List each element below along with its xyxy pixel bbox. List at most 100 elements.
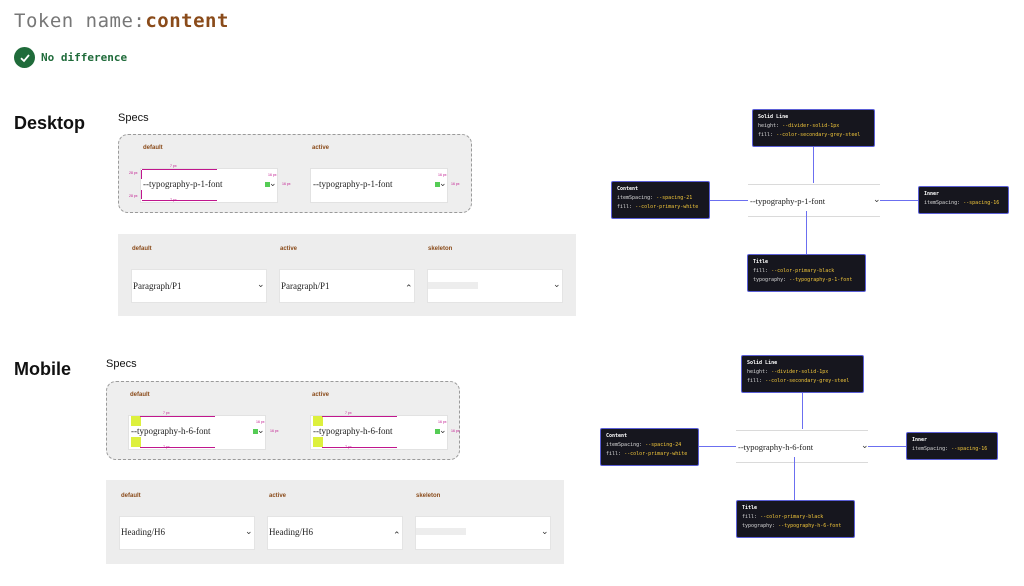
inner-marker [265, 182, 270, 187]
gallery-label-active: active [280, 246, 298, 252]
annotation-inner: Inner itemSpacing: --spacing-16 [906, 432, 998, 460]
measure-label: 16 px [451, 429, 460, 433]
measure-line [322, 447, 397, 448]
select-active[interactable] [267, 516, 403, 550]
measure-label: 16 px [268, 173, 277, 177]
select-default[interactable] [131, 269, 267, 303]
token-value: content [145, 10, 229, 32]
gallery-label-default: default [132, 246, 152, 252]
annotation-solid-line: Solid Line height: --divider-solid-1px f… [741, 355, 864, 393]
annotation-title: Title fill: --color-primary-black typogr… [747, 254, 866, 292]
inner-marker [435, 429, 440, 434]
spec-field-active [310, 415, 448, 450]
measure-label: 7 px [163, 445, 170, 449]
chevron-down-icon: ⌄ [439, 425, 447, 435]
spec-field-text: --typography-p-1-font [143, 179, 223, 189]
skeleton-bar [428, 282, 478, 289]
measure-line [141, 170, 142, 179]
chevron-down-icon: ⌄ [269, 178, 277, 188]
measure-line [142, 200, 217, 201]
arrow [699, 446, 736, 447]
token-label: Token name: [14, 10, 146, 32]
measure-label: 7 px [170, 164, 177, 168]
chevron-down-icon: ⌄ [245, 526, 253, 536]
gallery-label-skeleton: skeleton [428, 246, 453, 252]
chevron-down-icon: ⌄ [257, 425, 265, 435]
padding-marker [313, 437, 323, 447]
measure-label: 7 px [345, 445, 352, 449]
measure-label: 16 px [451, 182, 460, 186]
arrow [868, 446, 906, 447]
demo-field-text: --typography-p-1-font [750, 196, 826, 206]
measure-label: 28 px [129, 171, 138, 175]
annotation-inner: Inner itemSpacing: --spacing-16 [918, 186, 1009, 214]
select-active[interactable] [279, 269, 415, 303]
arrow [813, 147, 814, 183]
status-row: No difference [14, 47, 127, 68]
spec-field-text: --typography-h-6-font [313, 426, 393, 436]
gallery-label-active: active [269, 493, 287, 499]
divider-line [736, 462, 868, 463]
chevron-down-icon: ⌄ [861, 440, 869, 450]
measure-label: 7 px [170, 198, 177, 202]
arrow [880, 200, 918, 201]
measure-line [141, 190, 142, 199]
annotation-title: Title fill: --color-primary-black typogr… [736, 500, 855, 538]
measure-label: 28 px [129, 194, 138, 198]
chevron-down-icon: ⌄ [439, 178, 447, 188]
spec-label-default: default [143, 145, 163, 151]
skeleton-bar [416, 528, 466, 535]
measure-line [140, 447, 215, 448]
chevron-up-icon: ⌃ [393, 530, 401, 540]
spec-field-default [128, 415, 266, 450]
chevron-down-icon: ⌄ [873, 194, 881, 204]
measure-label: 16 px [282, 182, 291, 186]
check-circle-icon [14, 47, 35, 68]
spec-field-default [140, 168, 278, 203]
measure-label: 16 px [438, 173, 447, 177]
padding-marker [313, 416, 323, 426]
gallery-label-skeleton: skeleton [416, 493, 441, 499]
measure-line [322, 416, 397, 417]
select-value: Heading/H6 [121, 527, 165, 537]
divider-line [736, 430, 868, 431]
spec-field-active [310, 168, 448, 203]
measure-label: 16 px [256, 420, 265, 424]
arrow [710, 200, 748, 201]
gallery-label-default: default [121, 493, 141, 499]
select-value: Heading/H6 [269, 527, 313, 537]
chevron-down-icon: ⌄ [553, 279, 561, 289]
divider-line [748, 216, 880, 217]
measure-label: 16 px [270, 429, 279, 433]
measure-line [142, 169, 217, 170]
section-title-desktop: Desktop [14, 113, 86, 133]
chevron-down-icon: ⌄ [257, 279, 265, 289]
specs-title-mobile: Specs [106, 358, 137, 370]
arrow [806, 211, 807, 254]
inner-marker [435, 182, 440, 187]
padding-marker [131, 416, 141, 426]
select-value: Paragraph/P1 [133, 281, 182, 291]
measure-label: 16 px [438, 420, 447, 424]
spec-label-active: active [312, 392, 330, 398]
demo-field-text: --typography-h-6-font [738, 442, 814, 452]
token-title: Token name:content [14, 10, 229, 32]
select-value: Paragraph/P1 [281, 281, 330, 291]
status-text: No difference [41, 51, 128, 64]
measure-line [140, 416, 215, 417]
arrow [794, 457, 795, 500]
measure-label: 7 px [345, 411, 352, 415]
inner-marker [253, 429, 258, 434]
select-skeleton [415, 516, 551, 550]
annotation-content: Content itemSpacing: --spacing-24 fill: … [600, 428, 699, 466]
chevron-up-icon: ⌃ [405, 283, 413, 293]
spec-label-active: active [312, 145, 330, 151]
spec-label-default: default [130, 392, 150, 398]
select-default[interactable] [119, 516, 255, 550]
arrow [802, 393, 803, 429]
padding-marker [131, 437, 141, 447]
annotation-content: Content itemSpacing: --spacing-21 fill: … [611, 181, 710, 219]
spec-field-text: --typography-p-1-font [313, 179, 393, 189]
spec-field-text: --typography-h-6-font [131, 426, 211, 436]
chevron-down-icon: ⌄ [541, 526, 549, 536]
